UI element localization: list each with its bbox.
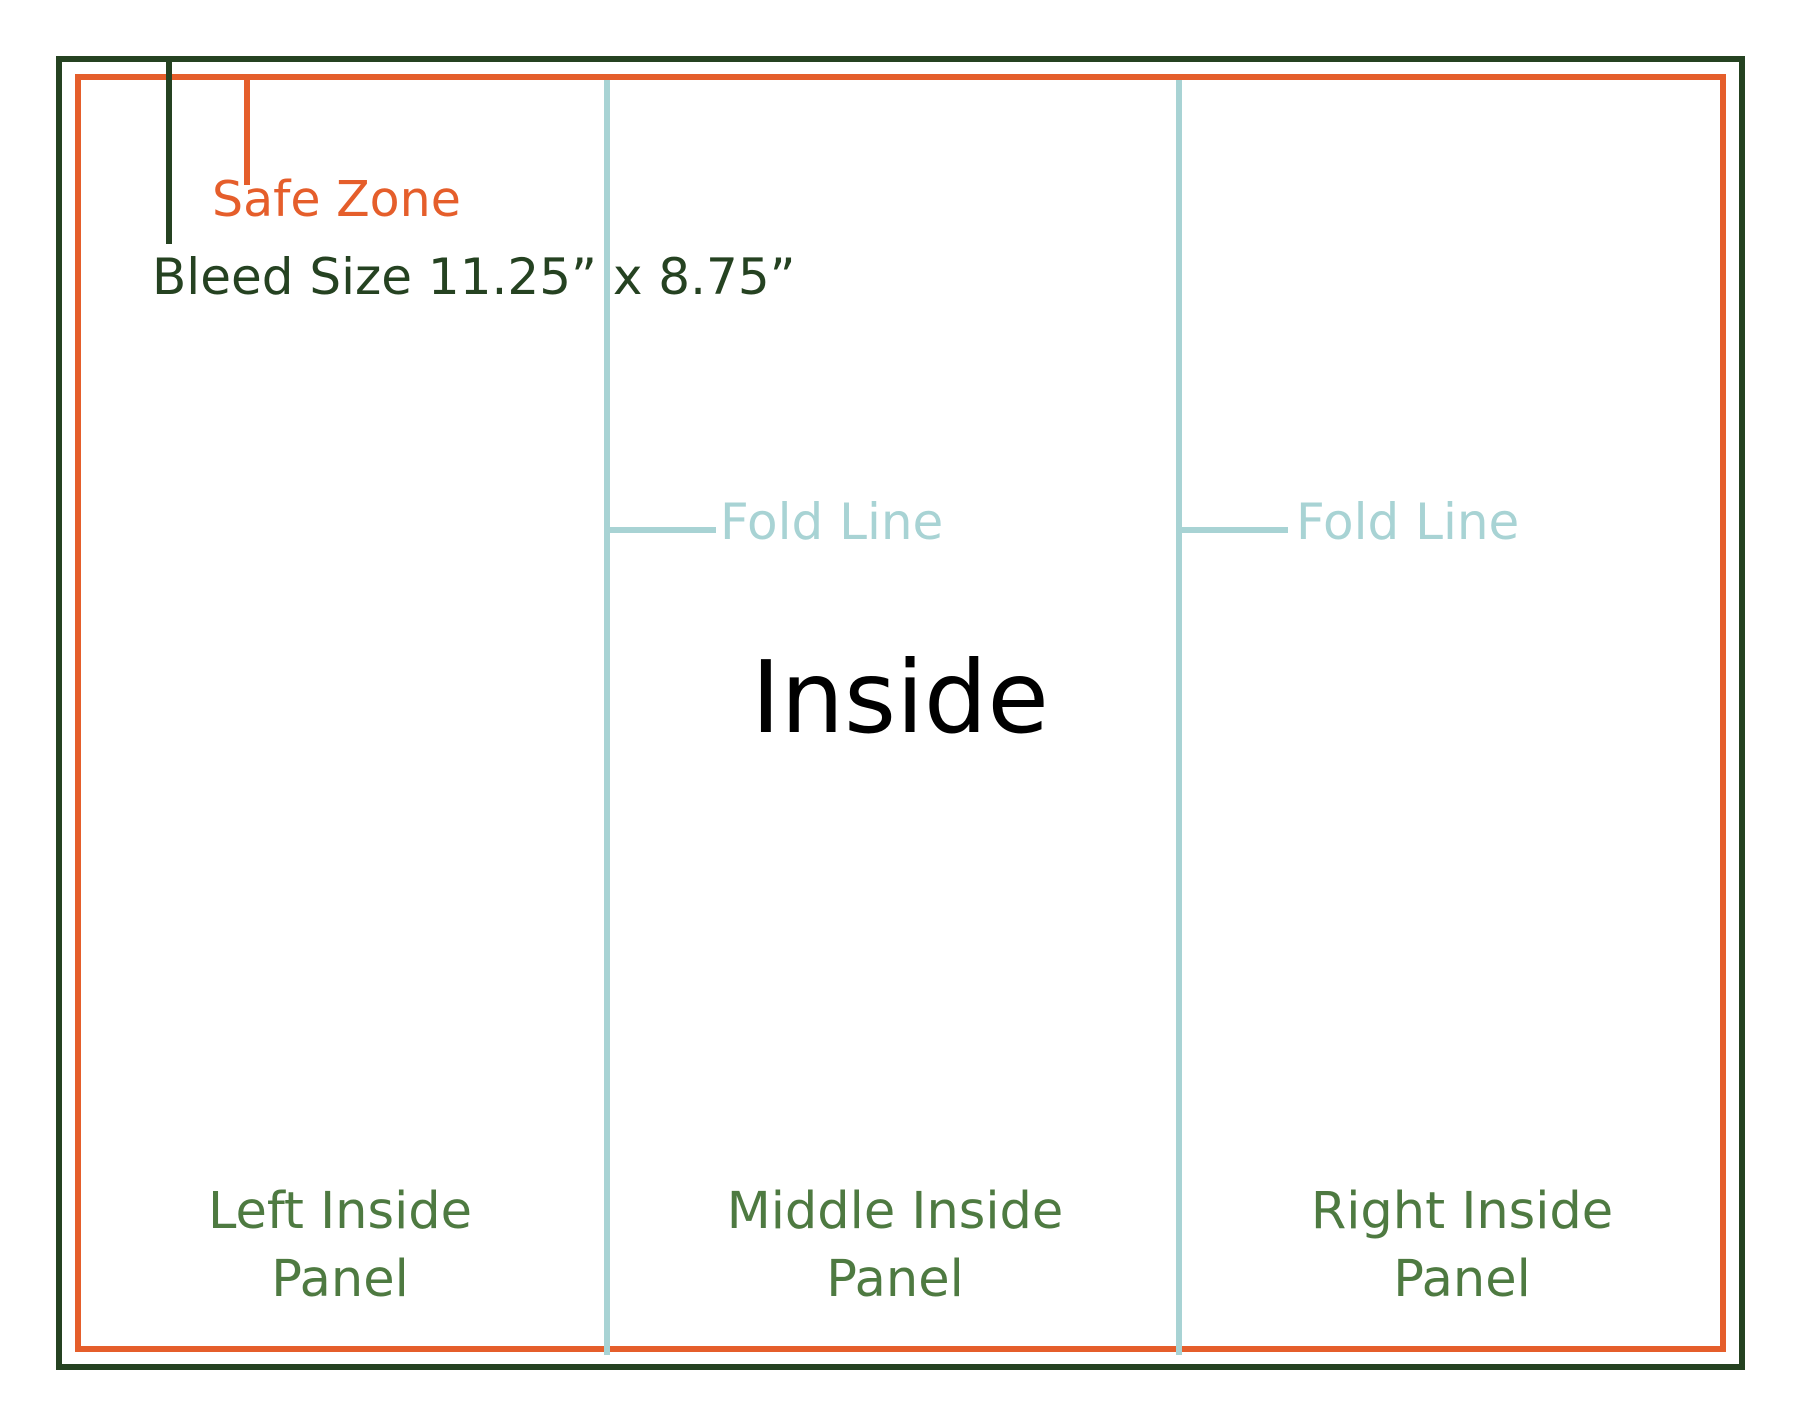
middle-panel-line1: Middle Inside [726,1182,1064,1241]
left-panel-line1: Left Inside [207,1182,472,1241]
safe-zone-label: Safe Zone [212,171,461,228]
safe-zone-border [75,74,1726,1352]
fold-line-1 [604,80,610,1355]
bleed-leader-line [166,59,172,244]
middle-inside-panel-label: Middle Inside Panel [665,1178,1125,1314]
left-panel-line2: Panel [271,1250,409,1309]
fold-line-2-leader [1176,527,1288,533]
fold-line-1-leader [604,527,716,533]
fold-line-2-label: Fold Line [1296,493,1520,551]
right-panel-line1: Right Inside [1310,1182,1614,1241]
fold-line-1-label: Fold Line [720,493,944,551]
middle-panel-line2: Panel [826,1250,964,1309]
bleed-size-label: Bleed Size 11.25” x 8.75” [152,248,796,306]
right-inside-panel-label: Right Inside Panel [1232,1178,1692,1314]
inside-title: Inside [751,639,1049,756]
bleed-border [56,56,1745,1370]
left-inside-panel-label: Left Inside Panel [110,1178,570,1314]
fold-line-2 [1176,80,1182,1355]
right-panel-line2: Panel [1393,1250,1531,1309]
safe-zone-leader-line [244,78,250,185]
